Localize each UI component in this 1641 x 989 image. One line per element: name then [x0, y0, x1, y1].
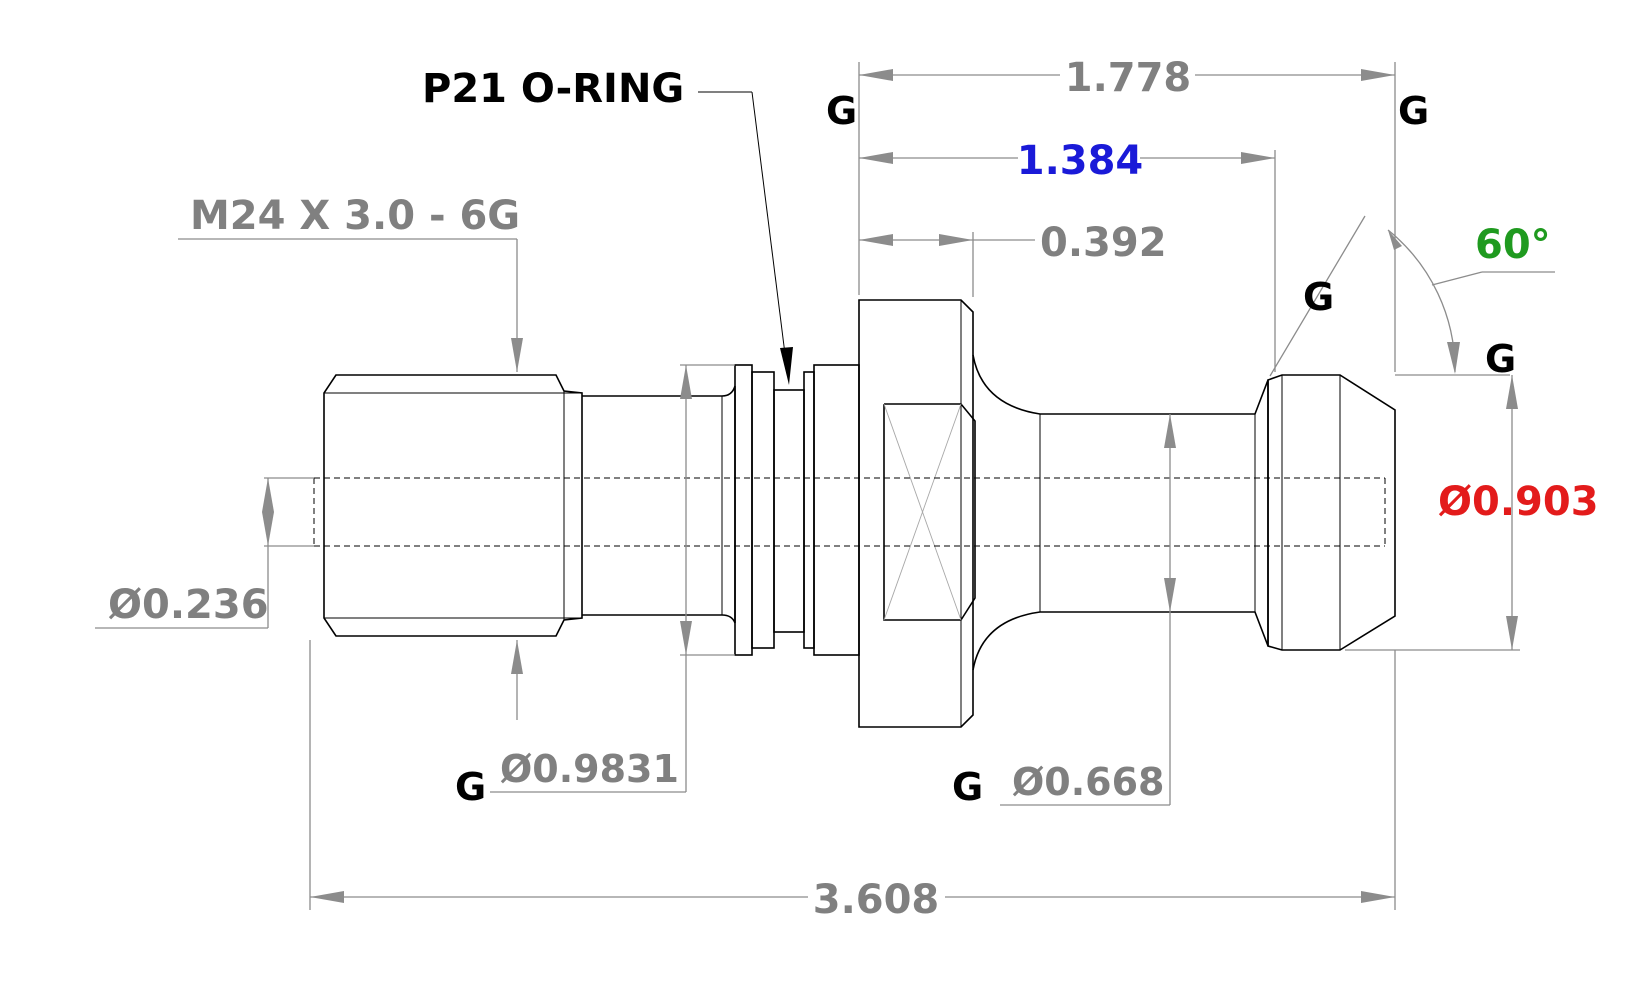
dim-label-0392: 0.392: [1040, 220, 1167, 266]
dim-label-thread: M24 X 3.0 - 6G: [190, 193, 520, 239]
dim-label-1778: 1.778: [1065, 55, 1192, 101]
dim-angle: 60°: [1269, 215, 1555, 377]
dimensions: 1.778 1.384 0.392 60°: [95, 55, 1599, 923]
dim-label-head-dia: Ø0.903: [1438, 479, 1599, 525]
flange: [858, 299, 974, 728]
dim-label-1384: 1.384: [1017, 138, 1144, 184]
dim-bore-dia: Ø0.236: [95, 477, 314, 629]
dim-neck-dia: Ø0.668: [1000, 414, 1176, 806]
dim-flange-to-head: 1.384: [859, 138, 1276, 372]
dim-flange-width: 0.392: [859, 220, 1167, 297]
dim-label-neck-dia: Ø0.668: [1012, 760, 1165, 804]
datum-g-neck: G: [952, 765, 983, 809]
dim-label-3608: 3.608: [813, 877, 940, 923]
shank: [582, 385, 736, 624]
dim-groove-dia: Ø0.9831: [490, 364, 735, 793]
dim-thread: M24 X 3.0 - 6G: [178, 193, 523, 720]
dim-label-angle: 60°: [1475, 222, 1551, 268]
head: [1267, 374, 1396, 651]
dim-head-dia: Ø0.903: [1345, 375, 1599, 651]
datum-g-head-top: G: [1485, 337, 1516, 381]
dim-label-groove-dia: Ø0.9831: [500, 747, 679, 791]
thread-section: [323, 374, 583, 637]
collar-ring-4: [813, 364, 860, 656]
datum-g-top-left: G: [826, 89, 857, 133]
collar-ring-3: [803, 371, 815, 649]
datum-g-head-chamfer: G: [1303, 275, 1334, 319]
neck: [972, 354, 1269, 671]
oring-callout: P21 O-RING: [422, 66, 793, 385]
part-outline: [313, 299, 1396, 728]
collar-ring-2: [751, 371, 775, 649]
oring-groove: [773, 389, 805, 633]
dim-label-bore-dia: Ø0.236: [108, 582, 269, 628]
datum-markers: G G G G G G: [455, 89, 1516, 809]
oring-label: P21 O-RING: [422, 66, 684, 112]
collar-ring-1: [734, 364, 753, 656]
dim-flange-to-end: 1.778: [858, 55, 1396, 372]
datum-g-top-right: G: [1398, 89, 1429, 133]
datum-g-groove: G: [455, 765, 486, 809]
dim-overall-length: 3.608: [309, 640, 1396, 923]
flat-hatch: [883, 403, 962, 621]
